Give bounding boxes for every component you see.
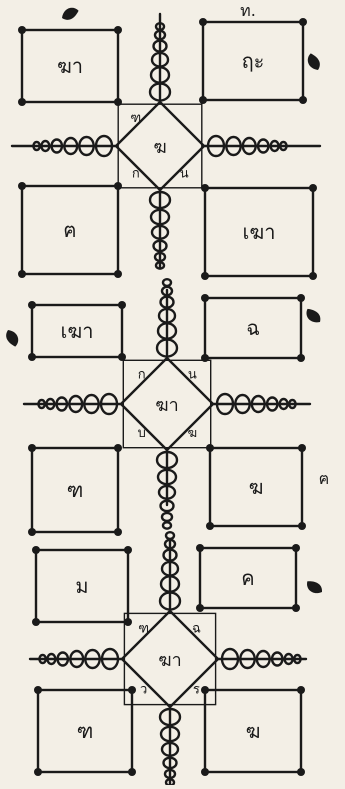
square-corner-dot [298,444,306,452]
diamond-corner-glyph: ร [193,683,200,698]
square-corner-dot [124,618,132,626]
bead-top [163,279,171,286]
ink-mark-left-2 [3,327,21,348]
square-glyph: ฑ [67,478,84,502]
diamond-corner-glyph: ฉ [192,622,201,637]
square-glyph: ฆา [57,54,83,78]
ink-mark-right-2 [303,306,324,326]
square-corner-dot [199,96,207,104]
square-corner-dot [118,353,126,361]
square-corner-dot [32,618,40,626]
square-corner-dot [297,354,305,362]
bead-bottom [162,513,172,521]
square-corner-dot [206,444,214,452]
diamond-center-glyph: ฆ [153,137,166,158]
square-corner-dot [201,184,209,192]
yantra-panel-2: ฆากนบฆเฆาฉฑฆฅ [24,279,329,536]
square-glyph: ฑ [77,719,94,743]
square-corner-dot [114,528,122,536]
square-corner-dot [309,272,317,280]
yantra-panel-3: ฆาฑฉวรมคฑฆ [30,532,306,785]
diamond-corner-glyph: ฑ [138,622,149,637]
square-corner-dot [114,270,122,278]
diamond-corner-glyph: ฆ [187,426,197,441]
square-corner-dot [201,768,209,776]
square-corner-dot [18,98,26,106]
square-corner-dot [201,294,209,302]
diamond-corner-glyph: ฑ [130,111,141,126]
ink-mark-right-3 [304,578,325,596]
square-corner-dot [28,444,36,452]
square-corner-dot [34,768,42,776]
diamond-center-glyph: ฆา [155,395,178,416]
diamond-corner-glyph: ก [132,167,140,182]
square-glyph: ฉ [246,316,260,340]
bead-top [166,532,174,539]
diamond-corner-glyph: บ [138,426,146,441]
square-corner-dot [28,353,36,361]
square-corner-dot [297,768,305,776]
square-corner-dot [28,301,36,309]
square-corner-dot [299,18,307,26]
square-corner-dot [206,522,214,530]
side-mark: ฅ [319,469,330,488]
ink-mark-right-1 [305,52,323,73]
square-corner-dot [298,522,306,530]
yantra-panel-1: ฆฑก น ฆา ฤะฅ เฆา ท. [12,1,320,280]
square-corner-dot [34,686,42,694]
square-corner-dot [297,686,305,694]
square-glyph: เฆา [61,319,94,343]
square-corner-dot [114,98,122,106]
square-corner-dot [297,294,305,302]
ink-mark-top-left [59,5,80,23]
square-corner-dot [201,686,209,694]
square-corner-dot [128,768,136,776]
square-corner-dot [32,546,40,554]
square-glyph: ม [75,574,88,598]
square-glyph: ฅ [63,218,76,242]
square-corner-dot [199,18,207,26]
square-glyph: ฆ [249,475,264,499]
square-glyph: ค [241,566,254,590]
square-corner-dot [299,96,307,104]
square-glyph: เฆา [243,220,276,244]
square-glyph: ฆ [246,719,261,743]
square-corner-dot [124,546,132,554]
square-corner-dot [128,686,136,694]
square-corner-dot [201,354,209,362]
diamond-corner-glyph: ว [140,683,147,698]
diamond-corner-glyph: น [180,167,189,182]
square-glyph: ฤะ [242,49,265,73]
square-corner-dot [18,182,26,190]
square-corner-dot [309,184,317,192]
square-corner-dot [18,26,26,34]
diamond-center-glyph: ฆา [158,650,181,671]
square-corner-dot [196,604,204,612]
diamond-corner-glyph: ก [138,368,146,383]
square-corner-dot [114,182,122,190]
square-corner-dot [292,604,300,612]
square-corner-dot [118,301,126,309]
square-corner-dot [114,444,122,452]
side-mark: ท. [240,1,256,20]
square-corner-dot [292,544,300,552]
bead-bottom [163,522,171,528]
diamond-corner-glyph: น [188,368,197,383]
square-corner-dot [201,272,209,280]
square-corner-dot [18,270,26,278]
square-corner-dot [196,544,204,552]
square-corner-dot [28,528,36,536]
square-corner-dot [114,26,122,34]
